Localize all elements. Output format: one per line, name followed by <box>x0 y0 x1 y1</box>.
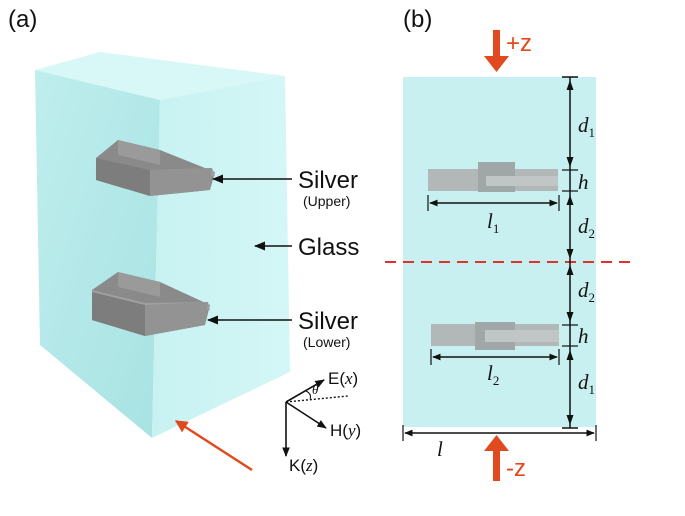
incidence-arrow <box>174 419 253 472</box>
silver-cross-upper <box>96 140 215 196</box>
h-label: H(y) <box>330 421 361 440</box>
label-silver-lower: Silver <box>298 308 358 335</box>
silver-bar-upper <box>428 162 558 192</box>
label-plus-z: +z <box>506 30 532 57</box>
label-d1-bottom: d1 <box>578 370 595 397</box>
label-upper-sub: (Upper) <box>303 193 350 209</box>
panel-b-label: (b) <box>403 6 432 33</box>
k-label: K(z) <box>289 456 318 475</box>
e-label: E(x) <box>328 369 358 388</box>
silver-cross-lower <box>92 272 210 336</box>
label-d2-bottom: d2 <box>578 278 595 305</box>
panel-a-label: (a) <box>8 6 37 33</box>
theta-label: θ <box>312 382 319 397</box>
coordinate-axes: θ E(x) H(y) K(z) <box>282 369 361 475</box>
label-d2-top: d2 <box>578 214 595 241</box>
label-lower-sub: (Lower) <box>303 334 350 350</box>
label-d1-top: d1 <box>578 113 595 140</box>
label-silver-upper: Silver <box>298 167 358 194</box>
silver-bar-lower <box>431 322 559 350</box>
label-l1: l1 <box>487 209 499 236</box>
glass-block <box>35 52 290 438</box>
label-glass: Glass <box>298 234 359 261</box>
label-h-top: h <box>578 170 589 194</box>
label-l: l <box>437 437 443 461</box>
label-minus-z: -z <box>506 455 526 482</box>
e-axis <box>285 379 325 403</box>
glass-slab <box>403 77 596 427</box>
panel-b: (b) +z -z <box>385 6 630 482</box>
label-h-bottom: h <box>578 324 589 348</box>
theta-arc <box>305 390 311 400</box>
label-l2: l2 <box>487 361 499 388</box>
glass-block-side <box>152 76 290 438</box>
arrow-plus-z <box>484 30 509 72</box>
dim-arrowheads <box>566 80 574 425</box>
h-axis <box>285 401 327 429</box>
arrow-minus-z <box>484 435 509 481</box>
panel-a: (a) Silver (Upper) Glass <box>8 6 361 475</box>
glass-block-front <box>35 70 160 438</box>
